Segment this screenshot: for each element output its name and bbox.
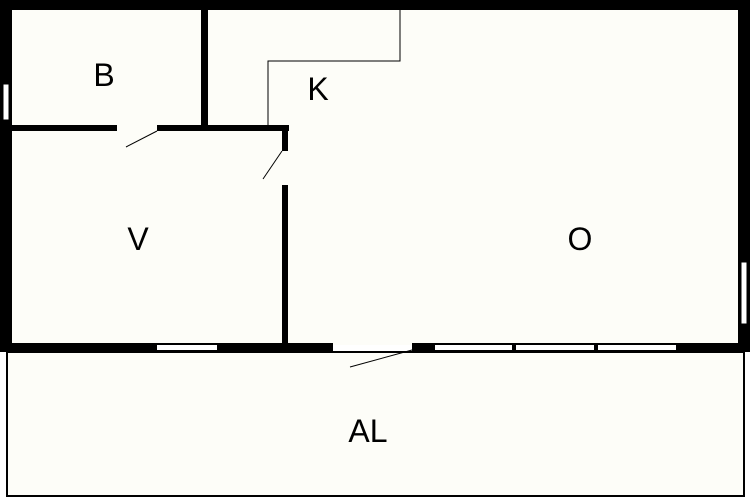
window-living-bottom-1: [435, 345, 512, 350]
outer-wall-left: [0, 0, 12, 350]
room-label-bedroom: V: [127, 221, 149, 257]
window-living-bottom-2: [516, 345, 594, 350]
window-living-bottom-3: [598, 345, 676, 350]
wall-bedroom-right-bottom: [282, 185, 288, 347]
window-left: [2, 83, 10, 121]
balcony-outline: [6, 351, 745, 497]
wall-bedroom-right-top: [282, 125, 288, 151]
bathroom-door-swing: [125, 130, 158, 148]
room-label-kitchen: K: [307, 71, 329, 107]
room-label-living: O: [567, 221, 593, 257]
outer-wall-top: [0, 0, 750, 10]
window-right: [740, 261, 748, 325]
room-label-balcony: AL: [348, 413, 388, 449]
window-bedroom-bottom: [157, 345, 217, 350]
kitchen-counter-outline: [267, 10, 401, 125]
apartment-floor: [9, 9, 741, 345]
wall-bathroom-bottom-right: [157, 125, 289, 131]
wall-bathroom-bottom-left: [10, 125, 117, 131]
wall-bathroom-right: [201, 10, 208, 130]
bedroom-door-swing: [262, 150, 283, 180]
room-label-bathroom: B: [93, 57, 115, 93]
balcony-floor: [8, 352, 745, 496]
